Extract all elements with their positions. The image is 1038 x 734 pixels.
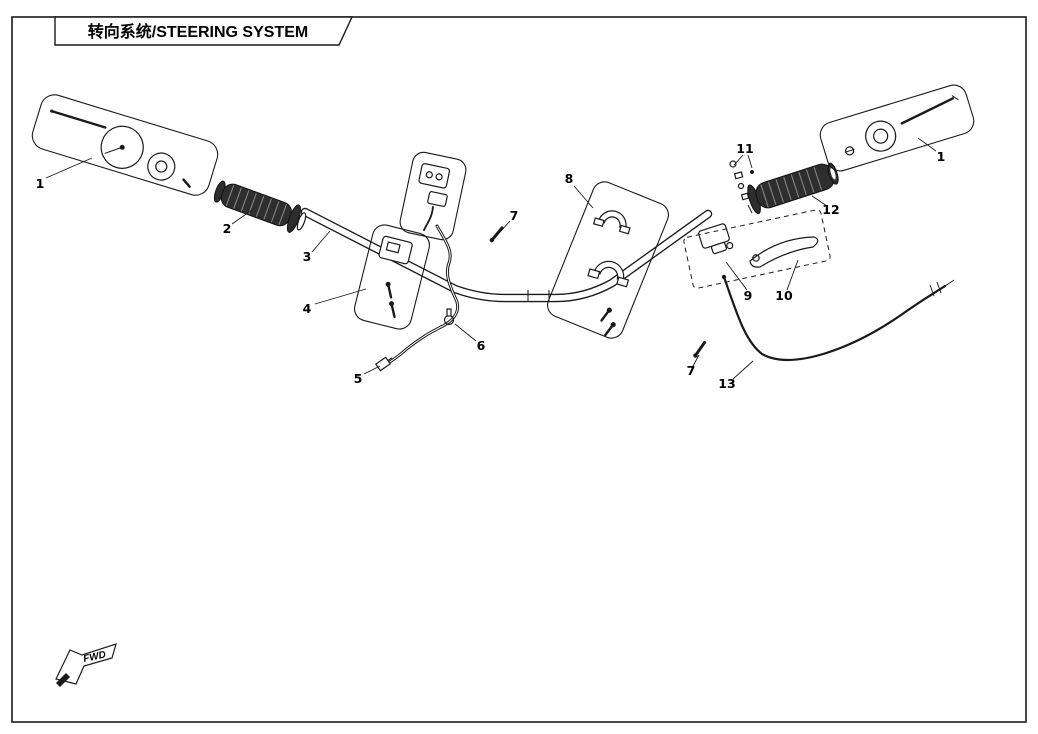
- callout-3: 3: [303, 249, 312, 264]
- grip-ribs-left: [225, 184, 287, 226]
- fwd-label: FWD: [82, 649, 107, 664]
- part-handlebar: [300, 207, 713, 303]
- part-fasteners: [729, 160, 754, 214]
- callout-10: 10: [775, 288, 793, 303]
- lever-dashed-box: [683, 209, 831, 289]
- clamp-lower: [587, 260, 630, 288]
- title-block: 转向系统/STEERING SYSTEM: [54, 16, 354, 46]
- callout-7-upper: 7: [510, 208, 519, 223]
- callout-7-lower: 7: [687, 363, 696, 378]
- bar-end-rod-right: [900, 97, 954, 125]
- bar-end-rod: [50, 109, 107, 129]
- bar-end-screw: [182, 178, 191, 188]
- part-grip-right: [747, 162, 839, 215]
- part-wire-harness: [385, 224, 460, 366]
- grip-end-cap-right: [865, 120, 897, 152]
- title-box: [54, 16, 354, 46]
- bar-end-weight: [147, 152, 176, 181]
- part-pin-lower: [693, 340, 707, 358]
- part-throttle-housing: [698, 223, 734, 255]
- part-group-grip-cap-left: [31, 94, 219, 196]
- fwd-arrow-shadow: [56, 673, 70, 687]
- lever-blade: [749, 236, 819, 268]
- page-title: 转向系统/STEERING SYSTEM: [88, 22, 308, 41]
- callout-8: 8: [565, 171, 574, 186]
- callout-11: 11: [736, 141, 753, 156]
- part-cable-clamp: [443, 308, 455, 326]
- part-pin-upper: [489, 226, 504, 243]
- callout-labels: 1 2 3 4 5 6 7 8 9 10 11 12 7 13 1: [36, 141, 946, 391]
- grip-ribs-right: [760, 167, 823, 208]
- grip-end-cap: [100, 125, 144, 169]
- switch-block-upper: [418, 163, 451, 189]
- lever-pivot: [752, 254, 760, 262]
- part-brake-lever: [683, 209, 831, 289]
- fwd-arrow: [55, 643, 117, 685]
- part-throttle-cable: [721, 274, 955, 361]
- clamp-bolt-2: [604, 322, 616, 337]
- callout-leaders: [45, 137, 937, 380]
- part-group-grip-cap-right: [819, 84, 975, 172]
- clamp-bolt-1: [600, 307, 612, 322]
- callout-2: 2: [223, 221, 232, 236]
- callout-4: 4: [303, 301, 312, 316]
- callout-12: 12: [822, 202, 839, 217]
- callout-6: 6: [477, 338, 486, 353]
- callout-5: 5: [354, 371, 363, 386]
- callout-1-left: 1: [36, 176, 45, 191]
- clamp-upper: [592, 210, 631, 235]
- part-grip-left: [213, 180, 307, 233]
- page-border: [11, 16, 1027, 723]
- part-switch-panel-upper: [399, 151, 467, 241]
- callout-9: 9: [744, 288, 753, 303]
- callout-1-right: 1: [937, 149, 946, 164]
- part-switch-panel-lower: [354, 224, 430, 330]
- part-clamp-panel: [547, 181, 669, 339]
- fwd-marker: FWD: [55, 643, 117, 687]
- callout-13: 13: [718, 376, 735, 391]
